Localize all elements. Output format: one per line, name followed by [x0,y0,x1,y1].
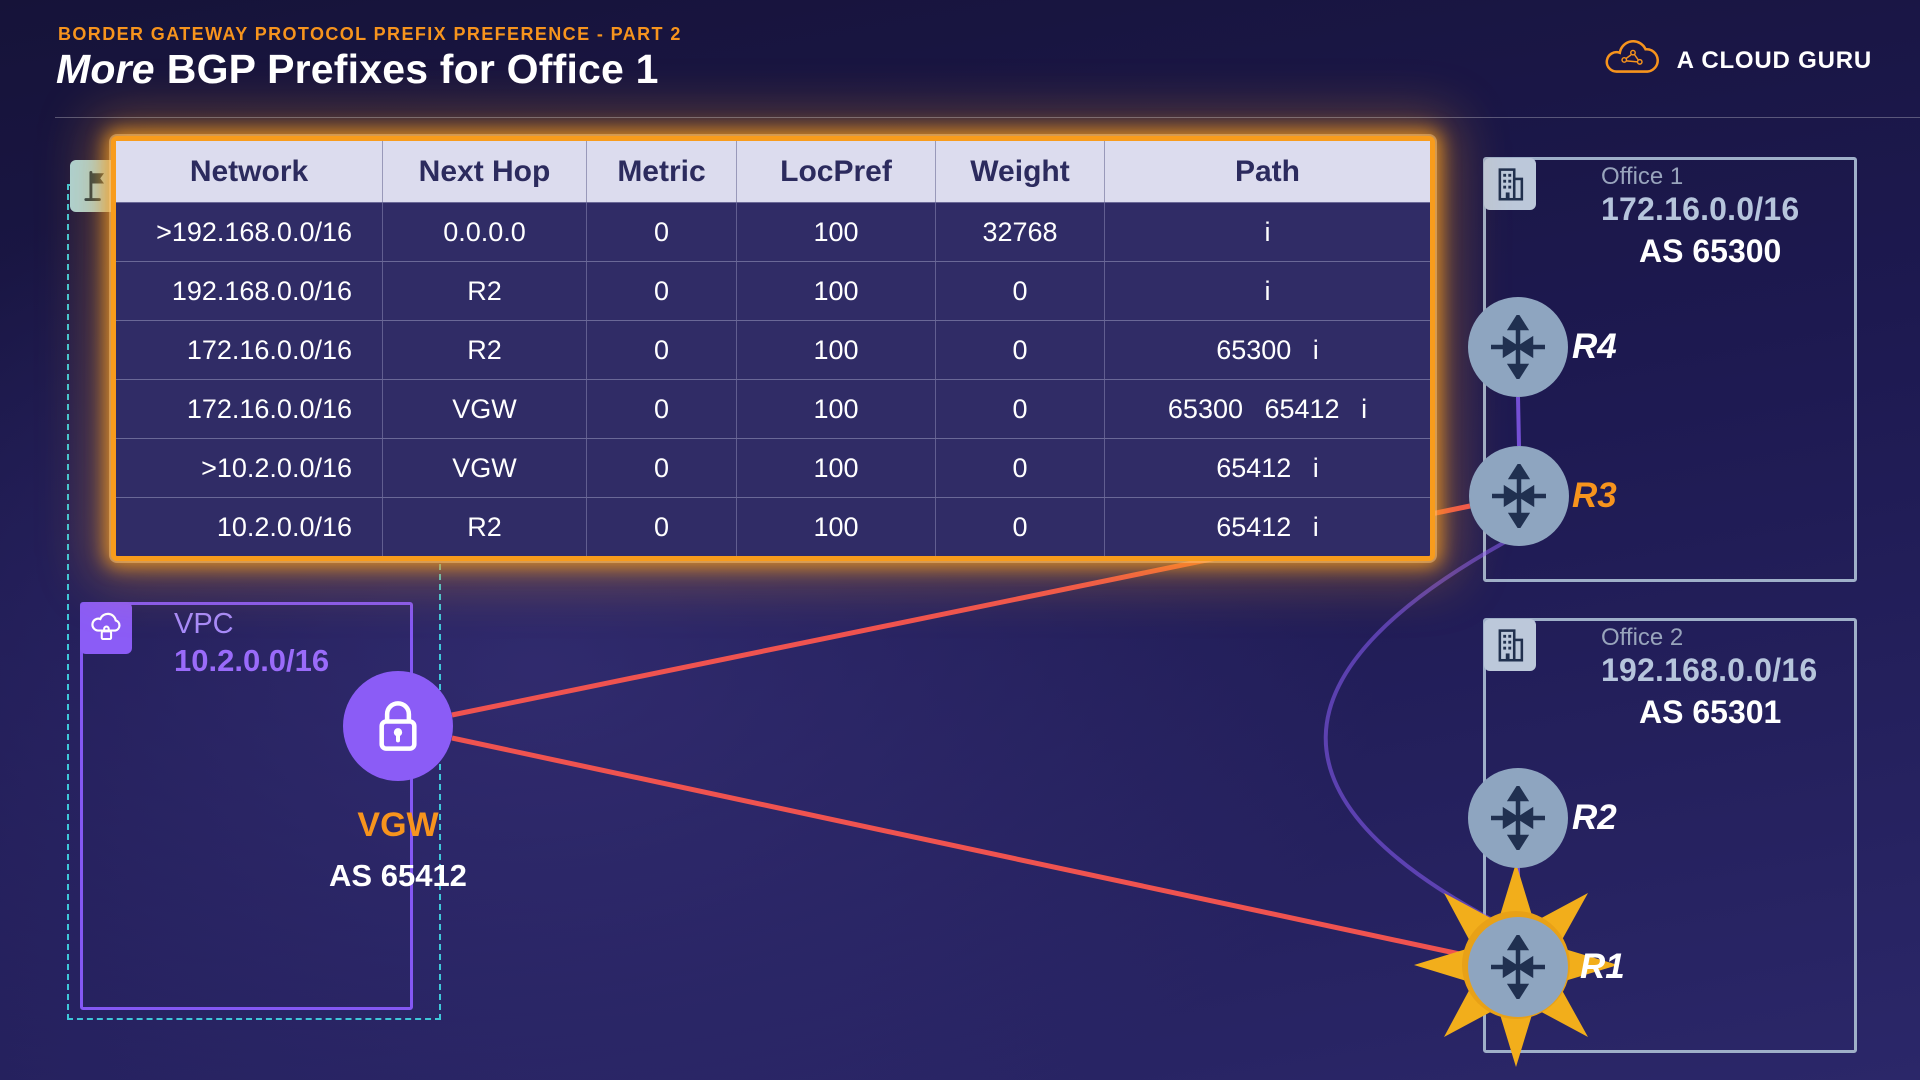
table-header-row: Network Next Hop Metric LocPref Weight P… [116,141,1430,202]
table-row: >10.2.0.0/16 VGW 0 100 0 65412 i [116,438,1430,497]
table-cell: 100 [737,203,936,261]
router-r2-label: R2 [1572,798,1617,837]
table-cell: 0 [936,380,1105,438]
table-cell: 100 [737,262,936,320]
office2-label: Office 2 [1601,624,1684,651]
table-cell: 65412 i [1216,511,1319,542]
table-cell: R2 [383,498,587,556]
vgw-gateway [343,671,453,781]
table-cell: 10.2.0.0/16 [116,498,383,556]
table-cell: 0 [936,262,1105,320]
router-icon [1491,935,1545,999]
table-cell: 0 [587,262,737,320]
table-row: 192.168.0.0/16 R2 0 100 0 i [116,261,1430,320]
table-cell: R2 [383,321,587,379]
table-cell: VGW [383,439,587,497]
table-cell: 100 [737,498,936,556]
table-cell: 0 [936,321,1105,379]
vpc-box [80,602,413,1010]
office1-as: AS 65300 [1639,233,1782,269]
vpc-prefix: 10.2.0.0/16 [174,643,330,678]
table-cell: 0 [936,439,1105,497]
table-cell: 0 [587,380,737,438]
router-r1 [1468,917,1568,1017]
office1-prefix: 172.16.0.0/16 [1601,191,1800,227]
router-r3 [1469,446,1569,546]
table-cell: >192.168.0.0/16 [116,203,383,261]
table-row: >192.168.0.0/16 0.0.0.0 0 100 32768 i [116,202,1430,261]
table-cell: 0 [587,498,737,556]
router-r3-label: R3 [1572,476,1617,515]
table-cell: 65300 i [1216,334,1319,365]
table-cell: 0.0.0.0 [383,203,587,261]
building-icon [1498,629,1524,662]
router-icon [1491,315,1545,379]
table-cell: 0 [587,439,737,497]
link-r3-r1-arc [1323,540,1506,925]
vpc-cloud-lock-icon [91,612,121,641]
table-cell: i [1264,275,1271,306]
table-cell: 100 [737,380,936,438]
table-cell: i [1264,216,1271,247]
table-cell: 172.16.0.0/16 [116,321,383,379]
column-header-metric: Metric [587,141,737,202]
vpc-chip [80,602,132,654]
title-emphasis: More [56,46,155,92]
vgw-label: VGW [357,806,439,844]
table-cell: >10.2.0.0/16 [116,439,383,497]
table-cell: 100 [737,439,936,497]
router-r1-label: R1 [1580,947,1625,986]
table-cell: 65300 65412 i [1167,393,1368,424]
office2-chip [1484,619,1536,671]
table-cell: 100 [737,321,936,379]
table-cell: 0 [587,203,737,261]
table-cell: 192.168.0.0/16 [116,262,383,320]
bgp-table: Network Next Hop Metric LocPref Weight P… [111,136,1435,561]
header-divider [55,117,1920,118]
table-row: 172.16.0.0/16 R2 0 100 0 65300 i [116,320,1430,379]
column-header-path: Path [1234,154,1300,188]
column-header-locpref: LocPref [737,141,936,202]
link-vgw-r1 [451,735,1470,959]
router-icon [1491,786,1545,850]
cloud-logo-icon [1601,36,1663,85]
brand-logo: A CLOUD GURU [1601,36,1872,85]
office1-chip [1484,158,1536,210]
column-header-weight: Weight [936,141,1105,202]
router-icon [1492,464,1546,528]
flag-icon [84,171,105,201]
lock-icon [379,701,417,751]
office1-label: Office 1 [1601,163,1684,190]
column-header-nexthop: Next Hop [383,141,587,202]
router-r4 [1468,297,1568,397]
column-header-network: Network [116,141,383,202]
vpc-label: VPC [174,608,234,640]
office2-prefix: 192.168.0.0/16 [1601,652,1818,688]
table-cell: R2 [383,262,587,320]
brand-name: A CLOUD GURU [1676,46,1872,74]
router-r4-label: R4 [1572,327,1617,366]
table-row: 172.16.0.0/16 VGW 0 100 0 65300 65412 i [116,379,1430,438]
table-cell: 32768 [936,203,1105,261]
vgw-as: AS 65412 [329,858,467,893]
header-kicker: BORDER GATEWAY PROTOCOL PREFIX PREFERENC… [58,24,682,44]
table-cell: 65412 i [1216,452,1319,483]
table-cell: 0 [587,321,737,379]
link-r4-r3 [1516,396,1521,447]
router-r2 [1468,768,1568,868]
title-rest: BGP Prefixes for Office 1 [166,46,659,92]
office2-as: AS 65301 [1639,694,1782,730]
table-cell: VGW [383,380,587,438]
table-row: 10.2.0.0/16 R2 0 100 0 65412 i [116,497,1430,556]
building-icon [1498,168,1524,201]
table-cell: 172.16.0.0/16 [116,380,383,438]
table-cell: 0 [936,498,1105,556]
